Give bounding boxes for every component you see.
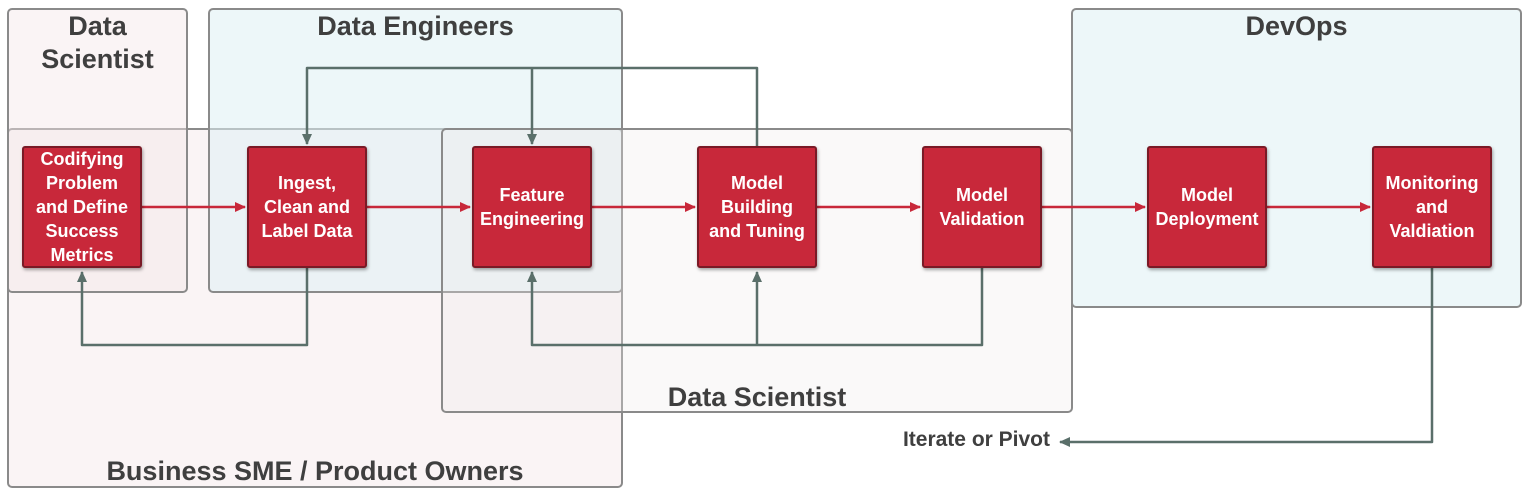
node-monitoring-validation[interactable]: Monitoring and Valdiation <box>1372 146 1492 268</box>
label-business-sme: Business SME / Product Owners <box>106 456 524 486</box>
node-model-validation[interactable]: Model Validation <box>922 146 1042 268</box>
feedback-monitor-to-iterate <box>1059 268 1434 447</box>
label-data-scientist-bottom: Data Scientist <box>667 382 847 412</box>
node-model-deployment[interactable]: Model Deployment <box>1147 146 1267 268</box>
node-feature-engineering[interactable]: Feature Engineering <box>472 146 592 268</box>
node-model-building[interactable]: Model Building and Tuning <box>697 146 817 268</box>
label-devops: DevOps <box>1245 11 1348 41</box>
feedback-ingest-to-codify <box>77 268 309 347</box>
label-data-scientist-top: Data Scientist <box>41 11 154 74</box>
node-ingest-clean-label[interactable]: Ingest, Clean and Label Data <box>247 146 367 268</box>
node-codifying-problem[interactable]: Codifying Problem and Define Success Met… <box>22 146 142 268</box>
label-data-engineers: Data Engineers <box>317 11 514 41</box>
iterate-or-pivot-label: Iterate or Pivot <box>902 428 1050 451</box>
